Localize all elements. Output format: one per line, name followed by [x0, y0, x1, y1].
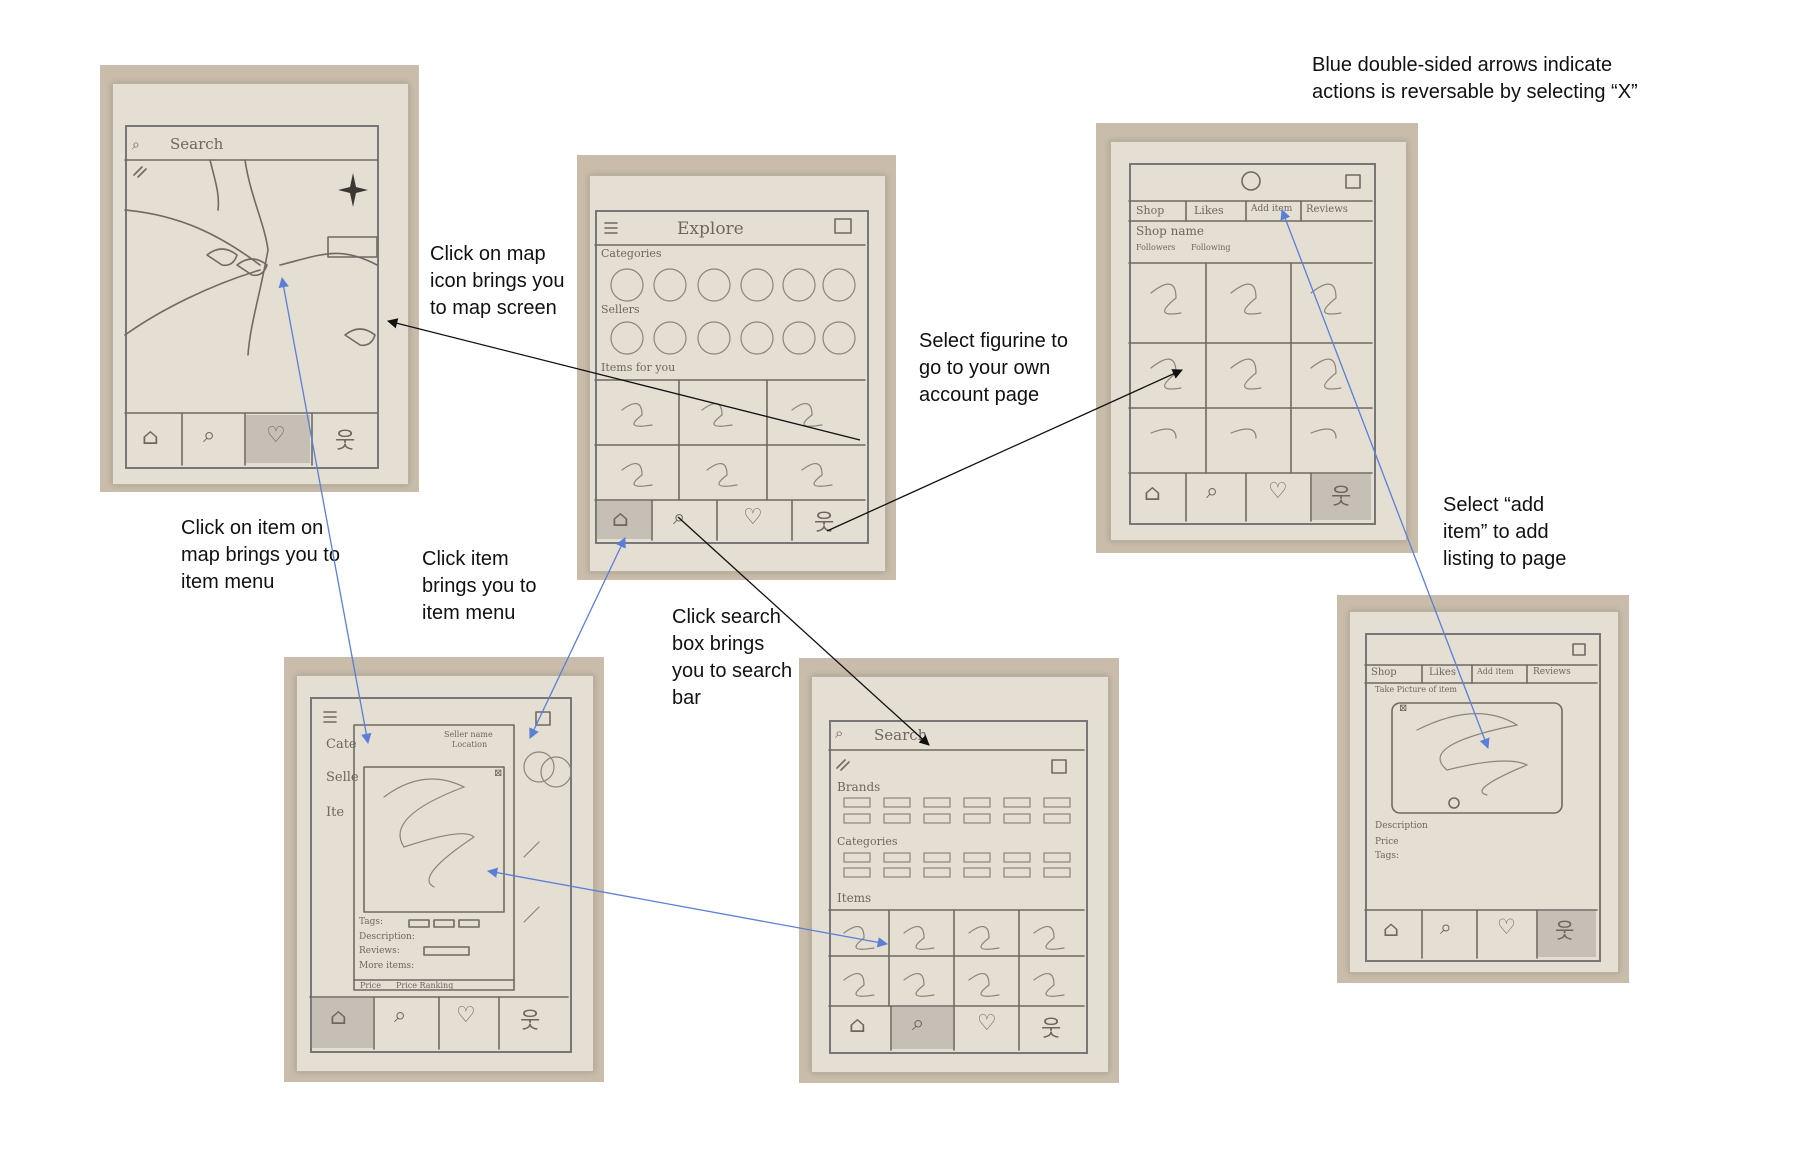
explore-screen-sketch: Explore Categories Sellers Items for you… [577, 155, 896, 580]
home-icon: ⌂ [1144, 481, 1161, 506]
item-reviews: Reviews: [359, 946, 400, 956]
bag-icon [535, 711, 551, 726]
item-menu-sketch: Cate Selle Ite Seller name Location ⊠ Ta… [284, 657, 604, 1082]
search-categories-label: Categories [837, 835, 898, 848]
add-item-note: Select “add item” to add listing to page [1443, 494, 1567, 570]
click-item-note: Click item brings you to item menu [422, 548, 537, 624]
search-icon: ⌕ [1440, 915, 1452, 939]
search-icon: ⌕ [394, 1003, 407, 1028]
map-icon: ♡ [456, 1003, 476, 1028]
item-bg-categories: Cate [326, 737, 357, 752]
figurine-icon: 웃 [1041, 1017, 1062, 1042]
home-icon: ⌂ [612, 507, 629, 532]
camera-icon [1448, 797, 1460, 809]
take-picture-label: Take Picture of item [1375, 685, 1457, 694]
add-item-screen-sketch: Shop Likes Add item Reviews Take Picture… [1337, 595, 1629, 983]
figurine-icon: 웃 [335, 429, 356, 454]
figurine-icon: 웃 [1555, 919, 1575, 943]
home-icon: ⌂ [1383, 917, 1400, 941]
item-bg-sellers: Selle [326, 770, 359, 785]
add-price-label: Price [1375, 837, 1399, 847]
home-icon: ⌂ [142, 425, 159, 450]
close-icon: ⊠ [1399, 703, 1408, 714]
home-icon: ⌂ [330, 1005, 347, 1030]
shop-name: Shop name [1136, 224, 1205, 238]
map-grid-lines-icon [133, 166, 147, 178]
item-price: Price [360, 981, 381, 990]
star-icon [338, 173, 368, 207]
item-bg-items: Ite [326, 805, 345, 820]
item-close-icon: ⊠ [494, 768, 503, 779]
search-items-label: Items [837, 891, 872, 905]
legend-note: Blue double-sided arrows indicate action… [1312, 54, 1638, 103]
map-search-label: Search [170, 135, 224, 153]
explore-title: Explore [677, 219, 744, 239]
map-search-icon: ⌕ [132, 137, 140, 153]
account-tab-likes: Likes [1194, 204, 1224, 217]
grid-lines-icon [836, 759, 850, 771]
item-tags: Tags: [359, 917, 384, 927]
search-bar-icon: ⌕ [835, 724, 844, 742]
figurine-icon: 웃 [1331, 485, 1352, 510]
add-description-label: Description [1375, 821, 1428, 831]
search-icon: ⌕ [912, 1011, 925, 1036]
brands-label: Brands [837, 780, 881, 794]
items-for-you-label: Items for you [601, 361, 676, 374]
item-seller-name: Seller name [444, 730, 493, 739]
map-icon: ♡ [266, 423, 286, 448]
add-tab-likes: Likes [1429, 667, 1456, 678]
following-label: Following [1191, 243, 1231, 252]
figurine-note: Select figurine to go to your own accoun… [919, 330, 1068, 406]
search-bar-label[interactable]: Search [874, 726, 928, 744]
search-icon: ⌕ [1206, 479, 1219, 504]
map-icon: ♡ [977, 1011, 997, 1036]
categories-label: Categories [601, 247, 662, 260]
item-price-ranking: Price Ranking [396, 981, 454, 990]
account-screen-sketch: Shop Likes Add item Reviews Shop name Fo… [1096, 123, 1418, 553]
bag-icon [1572, 643, 1586, 656]
account-tab-shop: Shop [1136, 204, 1165, 217]
search-icon: ⌕ [673, 505, 686, 530]
add-tab-reviews: Reviews [1533, 667, 1571, 677]
camera-icon [1241, 171, 1261, 191]
map-phone-frame [125, 125, 379, 469]
search-screen-sketch: ⌕ Search Brands Categories Items ⌂ ⌕ ♡ 웃 [799, 658, 1119, 1083]
figurine-icon: 웃 [814, 511, 835, 536]
map-screen-sketch: ⌕ Search ⌂ ⌕ ♡ 웃 [100, 65, 419, 492]
item-on-map-note: Click on item on map brings you to item … [181, 517, 340, 593]
menu-icon [323, 711, 337, 723]
item-location: Location [452, 740, 488, 749]
bag-icon [1345, 174, 1361, 189]
bag-icon [834, 218, 852, 234]
item-more-items: More items: [359, 961, 415, 971]
figurine-icon: 웃 [520, 1009, 541, 1034]
account-tab-add-item: Add item [1251, 204, 1293, 214]
add-tab-shop: Shop [1371, 667, 1397, 678]
add-tags-label: Tags: [1375, 851, 1400, 861]
account-tab-reviews: Reviews [1306, 204, 1348, 215]
add-tab-add-item: Add item [1477, 667, 1514, 676]
search-icon: ⌕ [203, 423, 216, 448]
search-box-note: Click search box brings you to search ba… [672, 606, 793, 709]
map-icon: ♡ [743, 505, 763, 530]
item-description: Description: [359, 932, 415, 942]
followers-label: Followers [1136, 243, 1176, 252]
home-icon: ⌂ [849, 1013, 866, 1038]
menu-icon [604, 222, 618, 234]
map-icon: ♡ [1497, 915, 1516, 939]
bag-icon [1051, 759, 1067, 774]
map-icon: ♡ [1268, 479, 1288, 504]
map-click-note: Click on map icon brings you to map scre… [430, 243, 565, 319]
sellers-label: Sellers [601, 303, 640, 316]
